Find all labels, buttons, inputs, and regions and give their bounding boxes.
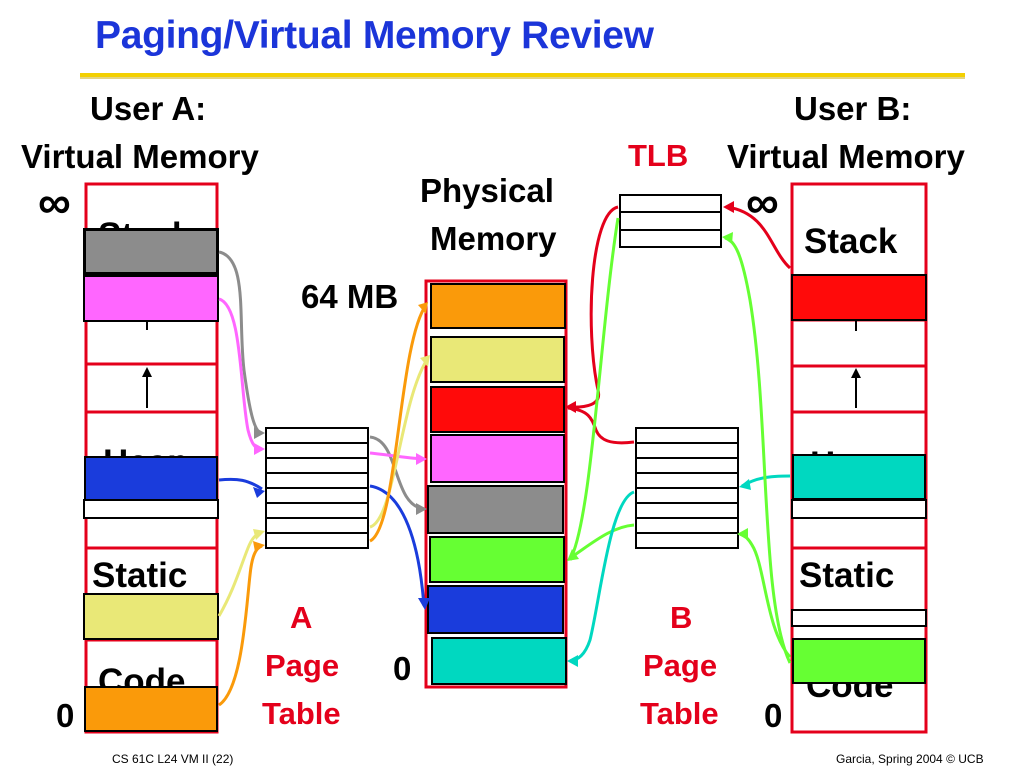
arrowhead [253, 487, 265, 498]
physical-memory-heading-line1: Physical [420, 172, 554, 209]
user-a-page-orange-overlay [84, 686, 218, 732]
physical-page-green [429, 536, 565, 583]
arrowhead [253, 541, 265, 552]
arrow-pt-a-blue-to-physical [369, 484, 426, 607]
arrowhead [254, 443, 265, 455]
page-table-a-line3: Table [262, 696, 341, 731]
physical-zero-label: 0 [393, 650, 412, 687]
page-table-a-line2: Page [265, 648, 340, 683]
user-a-page-pink [83, 275, 219, 322]
physical-page-pink [430, 434, 565, 483]
arrowhead [567, 549, 579, 561]
page-table-a [265, 427, 369, 549]
page-table-b-line1: B [670, 600, 693, 635]
arrow-a-gray-to-pt [218, 250, 263, 435]
arrowhead [723, 201, 734, 213]
arrowhead [418, 302, 428, 314]
user-b-infinity-label: ∞ [746, 176, 779, 228]
page-table-b-line3: Table [640, 696, 719, 731]
arrow-pt-b-red-to-physical [567, 406, 635, 445]
user-a-static-label: Static [92, 556, 188, 595]
arrow-tlb-green-to-physical [568, 217, 620, 561]
physical-memory [424, 279, 568, 689]
page-table-b-line2: Page [643, 648, 718, 683]
arrowhead [739, 479, 751, 490]
arrowhead [416, 453, 427, 465]
footer-right: Garcia, Spring 2004 © UCB [836, 752, 984, 766]
user-b-page-white [791, 499, 927, 519]
user-b-heading-line1: User B: [794, 90, 912, 127]
user-b-zero-label: 0 [764, 697, 783, 734]
physical-page-cyan [431, 637, 567, 685]
arrowhead [565, 401, 576, 413]
user-b-page-white [791, 609, 927, 627]
page-table-b [635, 427, 739, 549]
arrow-b-green-to-tlb [724, 236, 792, 664]
arrowhead [253, 529, 265, 540]
heap-grow-arrowhead [851, 368, 861, 378]
heap-grow-arrowhead [142, 367, 152, 377]
user-b-heading-line2: Virtual Memory [727, 138, 965, 175]
physical-page-blue [427, 585, 564, 634]
tlb-table [619, 194, 722, 248]
arrow-pt-a-gray-to-physical [369, 435, 425, 511]
footer-left: CS 61C L24 VM II (22) [112, 752, 234, 766]
user-a-infinity-label: ∞ [38, 176, 71, 228]
user-a-zero-label: 0 [56, 697, 75, 734]
user-b-page-green-overlay [792, 638, 926, 684]
user-a-page-blue-overlay [84, 456, 218, 501]
user-b-static-label: Static [799, 556, 895, 595]
arrowhead [567, 655, 578, 667]
user-a-heading-line1: User A: [90, 90, 207, 127]
user-a-page-gray-overlay [84, 229, 218, 274]
arrow-tlb-red-to-physical [567, 205, 619, 409]
arrowhead [737, 528, 748, 540]
user-a-page-white [83, 499, 219, 519]
arrowhead [418, 598, 430, 610]
arrowhead [254, 427, 265, 439]
arrowhead [722, 232, 733, 244]
arrow-a-blue-to-pt [218, 477, 263, 491]
user-b-page-cyan-overlay [792, 454, 926, 500]
arrow-pt-a-yellow-to-physical [369, 357, 430, 529]
physical-top-label: 64 MB [301, 278, 399, 315]
tlb-entries [619, 194, 722, 248]
arrow-b-red-to-tlb [726, 205, 792, 270]
slide-title: Paging/Virtual Memory Review [95, 14, 654, 57]
user-a-page-yellow [83, 593, 219, 640]
arrowheads [253, 201, 751, 667]
physical-memory-heading-line2: Memory [430, 220, 557, 257]
arrow-pt-b-cyan-to-physical [569, 490, 635, 663]
arrow-pt-a-orange-to-physical [369, 304, 428, 543]
physical-page-gray [427, 485, 564, 534]
user-a-heading-line2: Virtual Memory [21, 138, 259, 175]
user-b-page-red [791, 274, 927, 321]
physical-page-orange [430, 283, 566, 329]
tlb-label: TLB [628, 138, 689, 173]
page-table-a-line1: A [290, 600, 313, 635]
arrowhead [420, 355, 430, 367]
user-b-stack-label: Stack [804, 222, 898, 261]
physical-page-yellow [430, 336, 565, 383]
arrowhead [416, 503, 427, 515]
physical-page-red [430, 386, 565, 433]
